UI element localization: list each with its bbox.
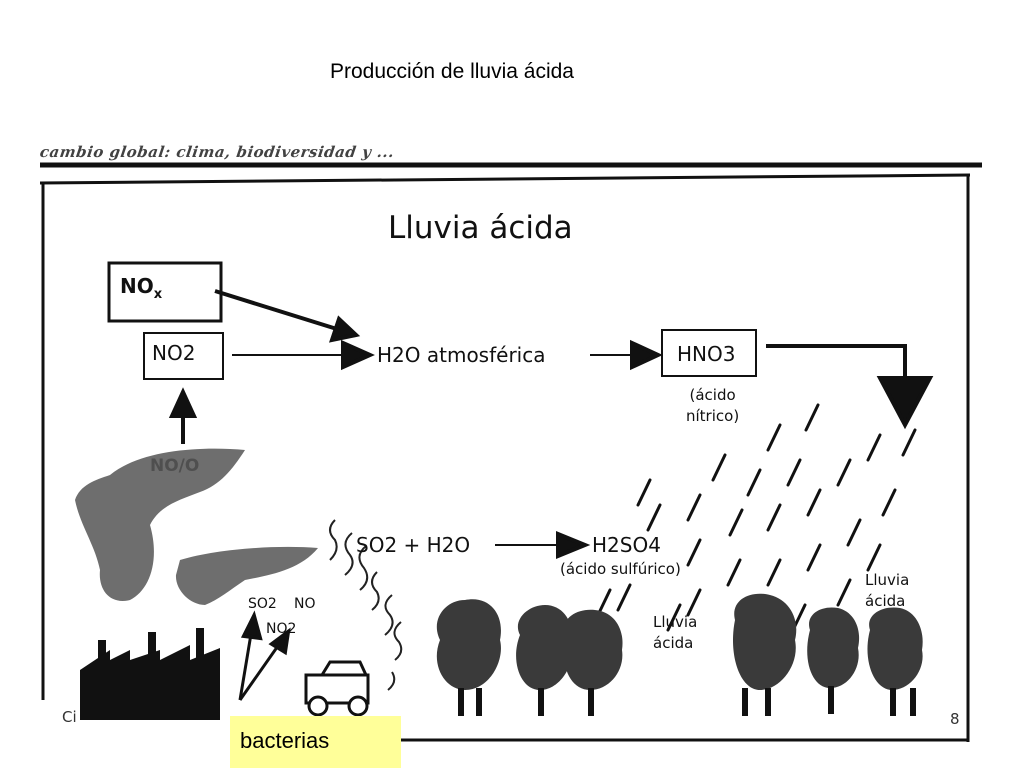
nitric-line-2: nítrico) (686, 407, 740, 425)
exhaust-fumes (329, 519, 403, 691)
slide-title: Producción de lluvia ácida (330, 60, 574, 83)
smoke-so2-label: SO2 (248, 596, 277, 612)
acid-rain-label-right: Lluvia ácida (865, 570, 909, 612)
so2-h2o-label: SO2 + H2O (356, 533, 471, 557)
nox-subscript: x (153, 287, 163, 302)
smoke-cloud-small (175, 546, 318, 605)
truck-icon (304, 660, 370, 717)
no2-box (143, 332, 224, 380)
rain-mid-line-1: Lluvia (653, 613, 698, 631)
page-frame (39, 162, 982, 742)
bacterias-callout: bacterias (230, 716, 401, 768)
factory-silhouette (80, 628, 220, 720)
nitric-acid-label: (ácido nítrico) (686, 385, 739, 427)
smoke-no2-label: NO2 (266, 621, 297, 637)
acid-rain-label-middle: Lluvia ácida (653, 612, 697, 654)
trees-row (436, 593, 923, 716)
nitric-line-1: (ácido (689, 386, 736, 404)
cloud-label: NO/O (150, 456, 200, 476)
rain-streaks (596, 403, 917, 632)
footer-left-text: Ci (62, 708, 77, 726)
no2-label: NO2 (152, 341, 196, 365)
h2o-atmospheric-label: H2O atmosférica (377, 343, 546, 367)
sulfuric-acid-label: (ácido sulfúrico) (560, 560, 681, 578)
nox-label: NOx (120, 274, 162, 302)
hno3-box (661, 329, 757, 377)
smoke-no-label: NO (294, 596, 316, 612)
rain-mid-line-2: ácida (653, 634, 694, 652)
page-number: 8 (950, 710, 960, 728)
smoke-cloud-large (75, 448, 245, 601)
rain-right-line-1: Lluvia (865, 571, 910, 589)
rain-right-line-2: ácida (865, 592, 906, 610)
h2so4-label: H2SO4 (592, 533, 661, 557)
bacterias-label: bacterias (240, 728, 330, 753)
process-arrows (168, 289, 934, 701)
hno3-label: HNO3 (677, 342, 736, 366)
diagram-title: Lluvia ácida (388, 210, 573, 246)
nox-base: NO (120, 274, 154, 298)
